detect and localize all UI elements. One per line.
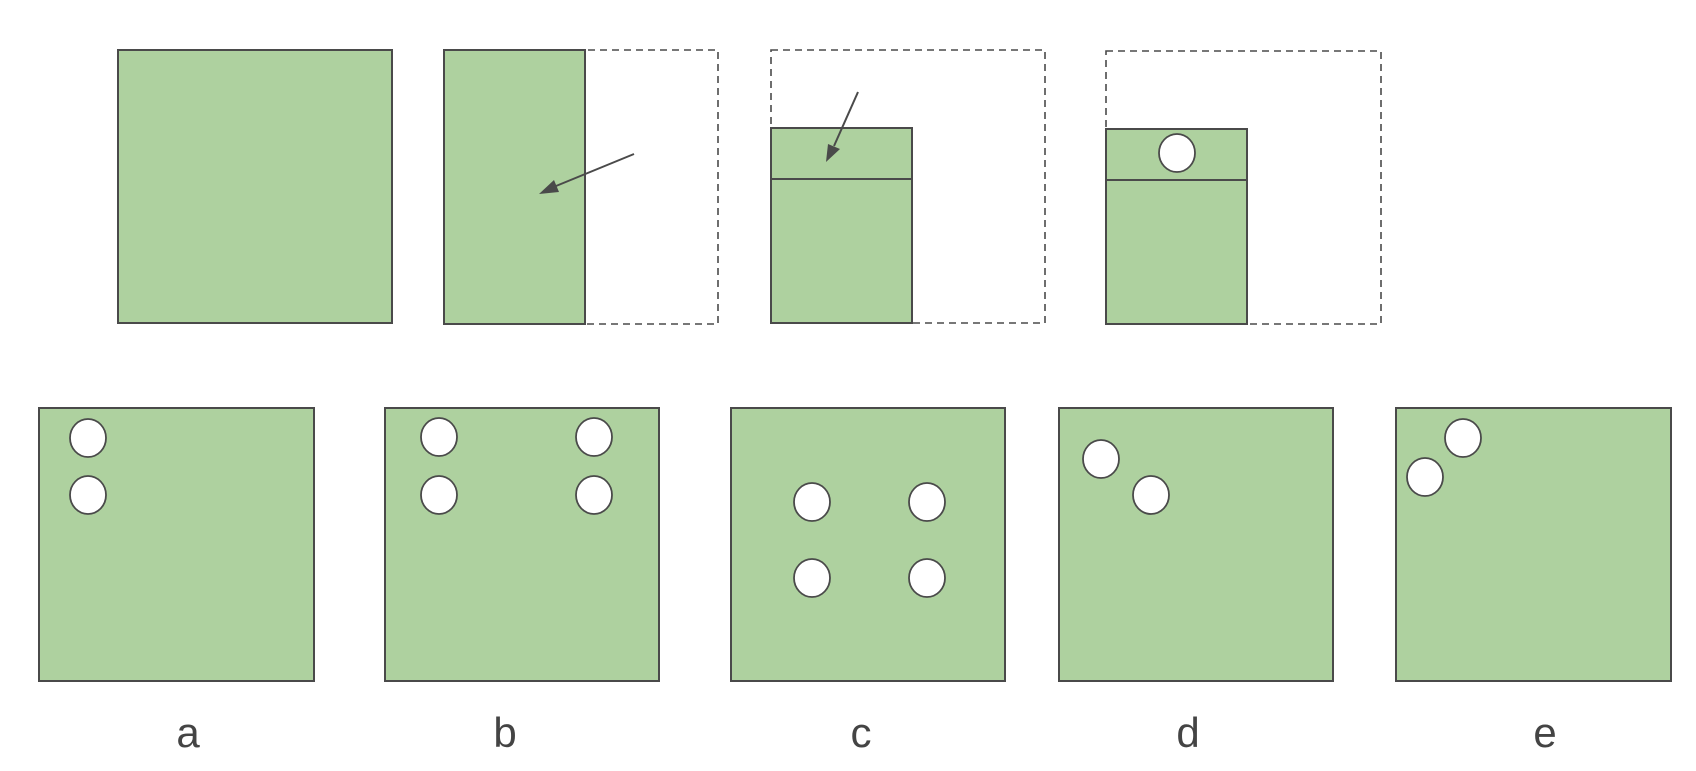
option-e[interactable]: e — [1395, 407, 1672, 756]
option-label: a — [176, 709, 200, 756]
hole — [575, 417, 613, 457]
option-sheet — [38, 407, 315, 682]
hole — [420, 475, 458, 515]
hole — [793, 482, 831, 522]
option-c[interactable]: c — [730, 407, 1006, 756]
option-label: d — [1176, 709, 1199, 756]
step-3-fold-down — [770, 49, 1046, 324]
option-sheet — [730, 407, 1006, 682]
fold-arrow — [826, 91, 859, 162]
folded-sheet — [443, 49, 586, 325]
hole — [1082, 439, 1120, 479]
option-a[interactable]: a — [38, 407, 315, 756]
hole — [1132, 475, 1170, 515]
step-4-punch-hole — [1105, 50, 1382, 325]
option-label: c — [851, 709, 872, 756]
hole — [1406, 457, 1444, 497]
option-sheet — [384, 407, 660, 682]
hole — [69, 418, 107, 458]
hole — [575, 475, 613, 515]
option-b[interactable]: b — [384, 407, 660, 756]
folding-sequence — [117, 49, 1382, 325]
step-1-full-sheet — [117, 49, 393, 324]
hole — [1444, 418, 1482, 458]
folded-sheet — [770, 127, 913, 324]
hole — [908, 482, 946, 522]
step-2-fold-left — [443, 49, 719, 325]
answer-options: a b c d — [38, 407, 1672, 756]
hole — [69, 475, 107, 515]
option-label: b — [493, 709, 516, 756]
option-d[interactable]: d — [1058, 407, 1334, 756]
hole — [908, 558, 946, 598]
hole — [420, 417, 458, 457]
sheet — [117, 49, 393, 324]
fold-arrow — [539, 153, 635, 194]
hole — [793, 558, 831, 598]
option-sheet — [1395, 407, 1672, 682]
punched-hole — [1158, 133, 1196, 173]
option-label: e — [1533, 709, 1556, 756]
